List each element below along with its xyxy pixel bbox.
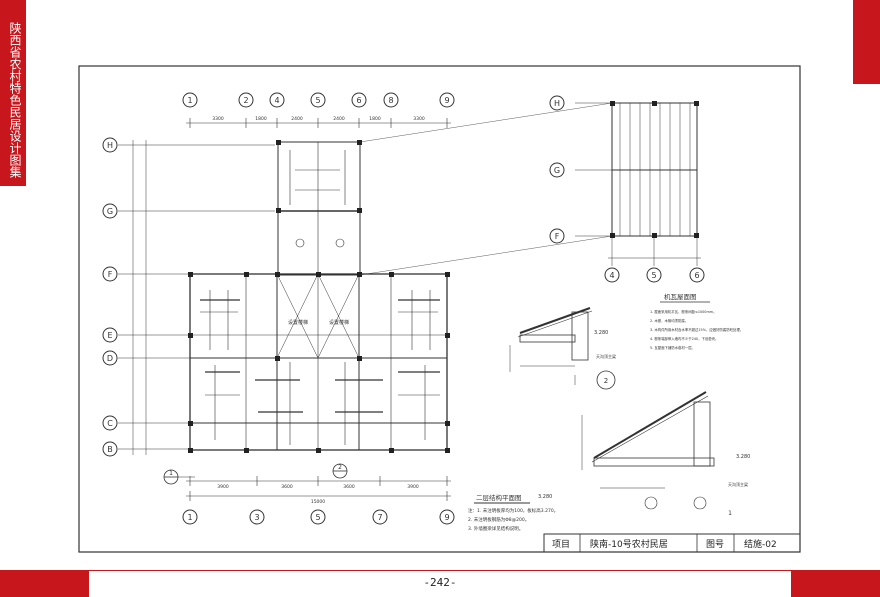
section-markers [163,463,348,485]
grid-left-label: C [107,419,113,428]
grid-top-label: 6 [356,96,361,105]
grid-bottom-label: 3 [254,513,259,522]
grid-top-label: 2 [243,96,248,105]
grid-right-label: H [554,99,560,108]
section-mark: 2 [604,377,608,385]
dim-top-label: 1800 [255,116,267,122]
title-block-drawing-no: 结施-02 [744,538,777,550]
corner-tab [853,0,880,84]
grid-bottom-label: 5 [315,513,320,522]
section-label: 天沟顶主梁 [596,353,616,359]
title-block-project-label: 项目 [552,539,570,550]
roof-section-title: 机瓦屋面图 [664,292,697,301]
section-level: 3.280 [594,330,608,336]
dim-bottom-total: 15000 [311,499,325,505]
grid-right-label: 5 [651,271,656,280]
roof-note: 5. 瓦屋面下铺防水卷材一层。 [650,345,695,350]
plan-note: 3. 外墙圈梁详见结构说明。 [468,525,523,532]
grid-bottom: 1 3 5 7 9 [182,509,455,525]
roof-note: 1. 屋面采用机平瓦，檩条间距≤1000mm。 [650,309,716,314]
sheet-border [78,65,801,553]
dim-top-label: 1800 [369,116,381,122]
title-block-drawing-no-label: 图号 [706,539,724,550]
section-cut-mark: 2 [338,464,342,471]
side-title: 陕西省农村特色民居设计图集 [8,22,22,178]
plan-title: 二层结构平面图 [476,493,522,502]
main-plan [189,273,448,451]
section-cut-mark: 1 [169,470,173,477]
grid-top-label: 8 [388,96,393,105]
side-tab: 陕西省农村特色民居设计图集 [0,0,26,186]
grid-left-label: E [107,331,112,340]
grid-bottom-label: 1 [187,513,192,522]
section-detail-2 [509,307,616,390]
dim-bottom-label: 3900 [407,484,419,490]
section-level: 3.280 [736,454,750,460]
grid-top-label: 4 [274,96,279,105]
plan-note: 注：1. 未注明板厚均为100，板标高3.270。 [468,507,558,514]
grid-right-top: H G F [549,95,565,244]
grid-bottom-label: 9 [444,513,449,522]
title-block-project-name: 陕南-10号农村民居 [590,538,668,550]
grid-right-label: F [555,232,560,241]
footer-bar-left [0,570,89,597]
grid-top-label: 5 [315,96,320,105]
grid-left-label: B [107,445,113,454]
footer-bar-right [791,570,880,597]
plan-note: 2. 未注明板钢筋为Φ8@200。 [468,516,529,523]
room-label: 设置楼梯 [288,319,308,326]
dim-top-label: 3300 [212,116,224,122]
roof-note: 3. 木构件所用木材含水率不超过15%，应做好防腐防蛀处理。 [650,327,743,332]
dims-bottom [186,476,451,501]
grid-right-label: 6 [694,271,699,280]
grid-top-label: 1 [187,96,192,105]
grid-top-label: 9 [444,96,449,105]
grid-right-bottom: 4 5 6 [604,267,705,283]
dim-bottom-label: 3600 [343,484,355,490]
section-mark: 1 [728,510,732,517]
section-label: 天沟顶主梁 [728,481,748,487]
grid-right-label: 4 [609,271,614,280]
grid-top: 1 2 4 5 6 8 9 [182,92,455,108]
grid-bottom-label: 7 [377,513,382,522]
plan-level: 3.280 [538,494,552,500]
grid-left-label: H [107,141,113,150]
footer-rule [89,570,791,571]
grid-left-label: F [108,270,113,279]
upper-wing [277,141,361,276]
dim-bottom-label: 3600 [281,484,293,490]
room-label: 设置楼梯 [329,319,349,326]
grid-right-label: G [554,166,560,175]
dim-top-label: 2400 [291,116,303,122]
dim-bottom-label: 3900 [217,484,229,490]
grid-left: H G F E D C B [102,137,118,457]
title-block [543,533,801,553]
grid-left-label: D [107,354,113,363]
roof-framing-plan [359,102,701,276]
roof-note: 2. 木檩，木椽均须防腐。 [650,318,688,323]
roof-note: 4. 檩条端部伸入墙内不少于240，下设垫块。 [650,336,718,341]
dim-top-label: 2400 [333,116,345,122]
section-detail-1 [581,391,715,510]
grid-left-label: G [107,207,113,216]
page-number: -242- [423,576,457,589]
dim-top-label: 3300 [413,116,425,122]
dims-top [186,118,451,128]
